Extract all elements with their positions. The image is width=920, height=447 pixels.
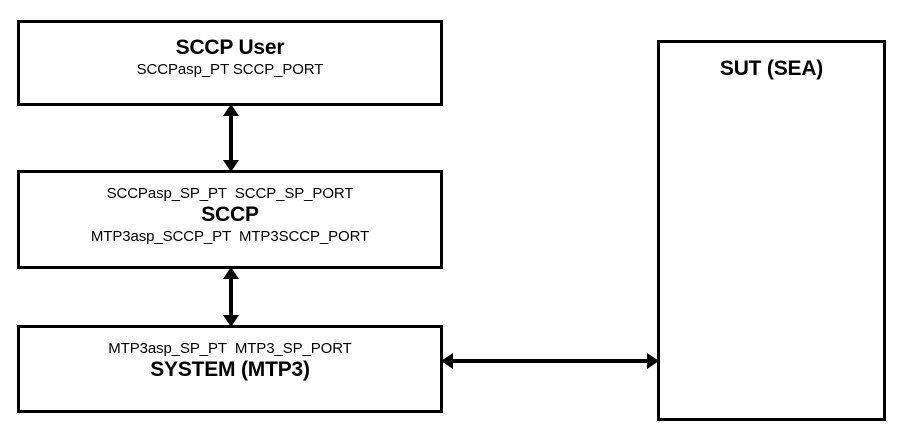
connector-sccp-user-to-sccp	[220, 104, 242, 172]
node-system-mtp3-ports-top: MTP3asp_SP_PT MTP3_SP_PORT	[108, 340, 352, 357]
node-sccp-user-ports-top: SCCPasp_PT SCCP_PORT	[136, 61, 324, 78]
node-system-mtp3[interactable]: MTP3asp_SP_PT MTP3_SP_PORT SYSTEM (MTP3)	[17, 325, 443, 413]
node-sccp-ports-bottom: MTP3asp_SCCP_PT MTP3SCCP_PORT	[90, 228, 370, 245]
node-system-mtp3-title: SYSTEM (MTP3)	[150, 358, 310, 381]
node-sccp-ports-top: SCCPasp_SP_PT SCCP_SP_PORT	[106, 185, 354, 202]
node-sut[interactable]: SUT (SEA)	[657, 40, 886, 421]
connector-shaft	[229, 276, 233, 318]
arrowhead-left-icon	[441, 353, 453, 369]
node-sccp-user-title: SCCP User	[175, 36, 285, 59]
connector-shaft	[450, 359, 650, 363]
arrowhead-right-icon	[647, 353, 659, 369]
arrowhead-down-icon	[223, 160, 239, 172]
arrowhead-up-icon	[223, 267, 239, 279]
connector-sccp-to-system-mtp3	[220, 267, 242, 327]
arrowhead-up-icon	[223, 104, 239, 116]
arrowhead-down-icon	[223, 315, 239, 327]
connector-system-mtp3-to-sut	[441, 350, 659, 372]
node-sut-title: SUT (SEA)	[719, 57, 824, 80]
connector-shaft	[229, 113, 233, 163]
node-sccp[interactable]: SCCPasp_SP_PT SCCP_SP_PORT SCCP MTP3asp_…	[17, 170, 443, 269]
node-sccp-title: SCCP	[201, 203, 259, 226]
node-sccp-user[interactable]: SCCP User SCCPasp_PT SCCP_PORT	[17, 20, 443, 106]
